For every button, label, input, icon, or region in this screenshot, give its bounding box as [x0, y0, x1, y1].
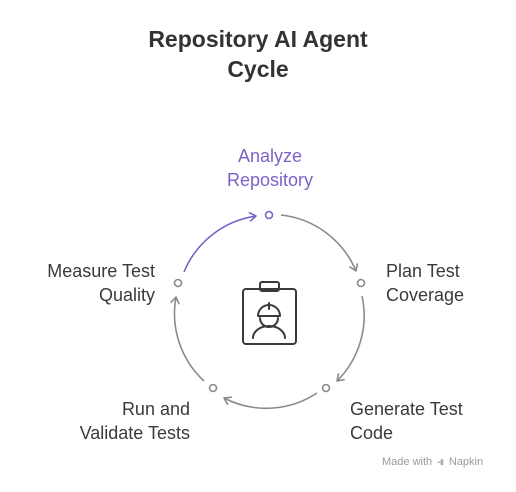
made-with-napkin-footer[interactable]: Made with ⫣ Napkin — [382, 456, 483, 469]
diagram-title: Repository AI Agent Cycle — [0, 24, 516, 84]
node-plan-test-coverage — [356, 278, 366, 288]
clipboard-with-worker-icon — [242, 281, 297, 345]
step-label-analyze-repository: Analyze Repository — [226, 146, 314, 190]
title-line-2: Cycle — [227, 56, 289, 82]
step-label-plan-test-coverage: Plan Test Coverage — [386, 261, 465, 305]
step-label-run-validate-tests: Run and Validate Tests — [79, 399, 190, 443]
node-analyze-repository — [264, 210, 274, 220]
napkin-logo-icon: ⫣ — [437, 456, 444, 468]
arrow-plan-to-generate — [336, 295, 365, 382]
node-measure-test-quality — [173, 278, 183, 288]
arrow-run-to-measure — [170, 296, 205, 382]
arrow-generate-to-run — [223, 392, 318, 410]
title-line-1: Repository AI Agent — [148, 26, 368, 52]
arrow-analyze-to-plan — [280, 214, 359, 272]
step-label-measure-test-quality: Measure Test Quality — [47, 261, 155, 305]
footer-brand: Napkin — [448, 456, 484, 468]
node-run-validate-tests — [208, 383, 218, 393]
step-label-generate-test-code: Generate Test Code — [350, 399, 463, 443]
footer-prefix: Made with — [382, 456, 433, 468]
node-generate-test-code — [321, 383, 331, 393]
arrow-measure-to-analyze — [183, 212, 257, 273]
